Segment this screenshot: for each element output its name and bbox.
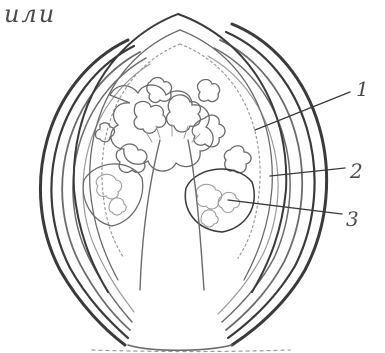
label-1: 1 xyxy=(356,77,369,101)
outer-integument-right xyxy=(208,24,327,345)
inner-integument xyxy=(74,14,287,292)
label-2: 2 xyxy=(349,159,363,183)
leader-lines xyxy=(228,92,350,214)
outer-integument-left xyxy=(40,40,150,345)
cell-cluster xyxy=(96,78,252,173)
nucellus xyxy=(102,44,260,258)
lower-right-lobe xyxy=(185,169,254,232)
header-word: или xyxy=(4,0,56,28)
label-3: 3 xyxy=(346,207,359,231)
central-strand xyxy=(140,124,204,290)
leader-line-2 xyxy=(270,168,345,176)
micropyle xyxy=(92,345,290,352)
lower-left-lobe xyxy=(83,164,142,226)
